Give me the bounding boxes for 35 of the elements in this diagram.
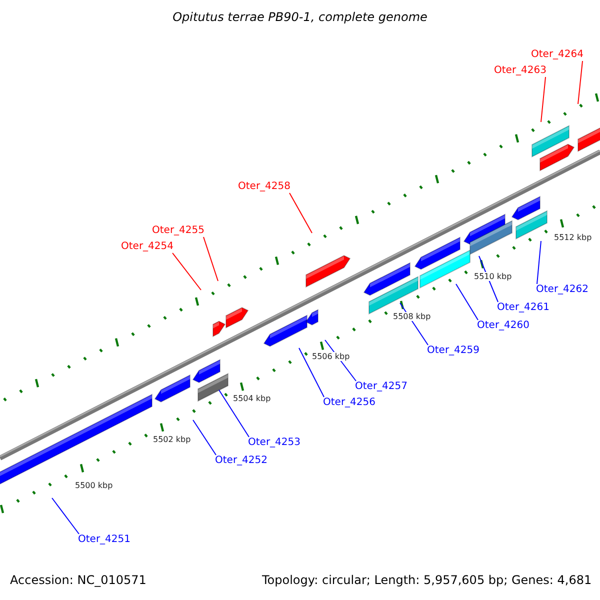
gene-label: Oter_4260 [477, 320, 530, 332]
gene-label: Oter_4262 [536, 284, 589, 296]
gene-label: Oter_4257 [355, 381, 408, 393]
leader-line [289, 192, 312, 234]
leader-line [192, 420, 216, 456]
leader-line [298, 348, 324, 398]
leader-line [172, 252, 202, 290]
footer-text: Accession: NC_010571 [10, 574, 146, 586]
leader-line [203, 236, 218, 282]
gene-label: Oter_4252 [215, 455, 268, 467]
gene-label: Oter_4264 [531, 49, 584, 61]
scale-label: 5506 kbp [312, 352, 350, 361]
leader-line [540, 76, 546, 122]
gene-label: Oter_4254 [121, 241, 174, 253]
scale-label: 5510 kbp [474, 272, 512, 281]
scale-label: 5508 kbp [393, 312, 431, 321]
gene-label: Oter_4255 [152, 225, 205, 237]
scale-label: 5504 kbp [233, 394, 271, 403]
leader-line [578, 60, 584, 104]
footer-text: Topology: circular; Length: 5,957,605 bp; Genes: 4,681 [262, 574, 592, 586]
gene-label: Oter_4261 [497, 302, 550, 314]
scale-label: 5500 kbp [75, 481, 113, 490]
leader-line [456, 284, 478, 320]
gene-label: Oter_4259 [427, 345, 480, 357]
gene-label: Oter_4251 [78, 534, 131, 546]
leader-line [218, 390, 250, 438]
leader-line [52, 498, 80, 534]
gene-label: Oter_4256 [323, 397, 376, 409]
title: Opitutus terrae PB90-1, complete genome [172, 11, 428, 23]
scale-label: 5512 kbp [554, 233, 592, 242]
gene-label: Oter_4263 [494, 65, 547, 77]
leader-line [536, 240, 542, 284]
gene-label: Oter_4253 [248, 437, 301, 449]
gene-label: Oter_4258 [238, 181, 291, 193]
scale-label: 5502 kbp [153, 435, 191, 444]
